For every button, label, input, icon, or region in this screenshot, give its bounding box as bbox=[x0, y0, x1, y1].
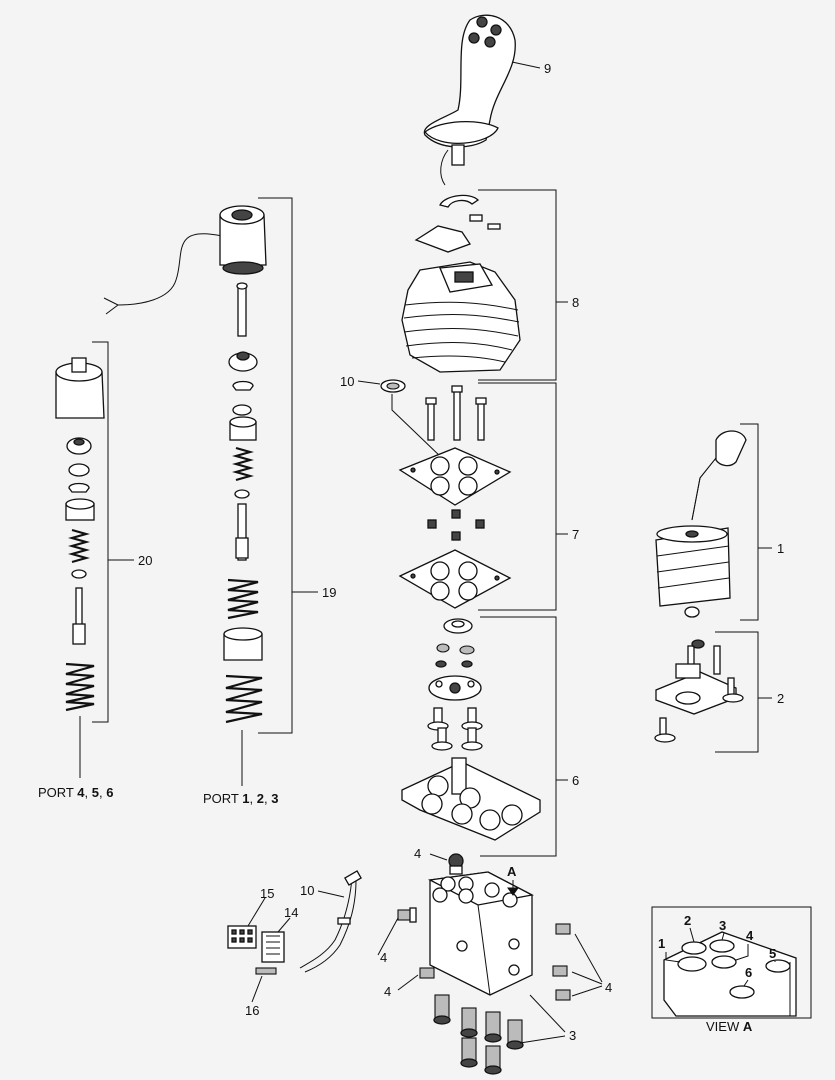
view-a-port-3: 3 bbox=[719, 918, 726, 933]
port-cartridges bbox=[433, 994, 524, 1075]
view-a-port-1: 1 bbox=[658, 936, 665, 951]
callout-8: 8 bbox=[572, 295, 579, 310]
bolts bbox=[425, 385, 487, 441]
valve-body bbox=[427, 871, 534, 996]
clamp bbox=[380, 379, 406, 393]
callout-10-wire: 10 bbox=[300, 883, 314, 898]
fittings bbox=[397, 907, 571, 1001]
callout-6: 6 bbox=[572, 773, 579, 788]
left-valve-assembly bbox=[55, 357, 105, 778]
wire-harness bbox=[299, 870, 362, 973]
callout-9: 9 bbox=[544, 61, 551, 76]
callout-10-top: 10 bbox=[340, 374, 354, 389]
callout-19: 19 bbox=[322, 585, 336, 600]
view-a-label: VIEW A bbox=[706, 1019, 753, 1034]
gasket-plate-lower bbox=[398, 549, 512, 609]
view-a-port-5: 5 bbox=[769, 946, 776, 961]
view-a-inset bbox=[651, 906, 812, 1019]
callout-20: 20 bbox=[138, 553, 152, 568]
port-label-left: PORT 4, 5, 6 bbox=[38, 785, 113, 800]
callout-16: 16 bbox=[245, 1003, 259, 1018]
callout-1: 1 bbox=[777, 541, 784, 556]
callout-14: 14 bbox=[284, 905, 298, 920]
boot-assembly bbox=[401, 194, 521, 373]
lever-kit bbox=[655, 430, 747, 618]
port-label-right: PORT 1, 2, 3 bbox=[203, 791, 278, 806]
connector bbox=[227, 925, 285, 975]
joystick-handle bbox=[423, 14, 516, 186]
view-a-port-6: 6 bbox=[745, 965, 752, 980]
plunger-assembly bbox=[427, 618, 483, 751]
callout-4-left-upper: 4 bbox=[380, 950, 387, 965]
plug-top bbox=[448, 853, 464, 875]
mounting-bracket bbox=[654, 639, 744, 743]
callout-4-top: 4 bbox=[414, 846, 421, 861]
view-a-arrow-label: A bbox=[507, 864, 517, 879]
gasket-plate-upper bbox=[398, 447, 512, 506]
callout-4-left-lower: 4 bbox=[384, 984, 391, 999]
callout-2: 2 bbox=[777, 691, 784, 706]
callout-15: 15 bbox=[260, 886, 274, 901]
base-plate bbox=[401, 757, 541, 841]
solenoid-assembly bbox=[103, 205, 267, 786]
callout-3: 3 bbox=[569, 1028, 576, 1043]
view-a-port-2: 2 bbox=[684, 913, 691, 928]
spacers bbox=[427, 509, 485, 541]
callout-7: 7 bbox=[572, 527, 579, 542]
callout-4-right: 4 bbox=[605, 980, 612, 995]
view-a-port-4: 4 bbox=[746, 928, 754, 943]
